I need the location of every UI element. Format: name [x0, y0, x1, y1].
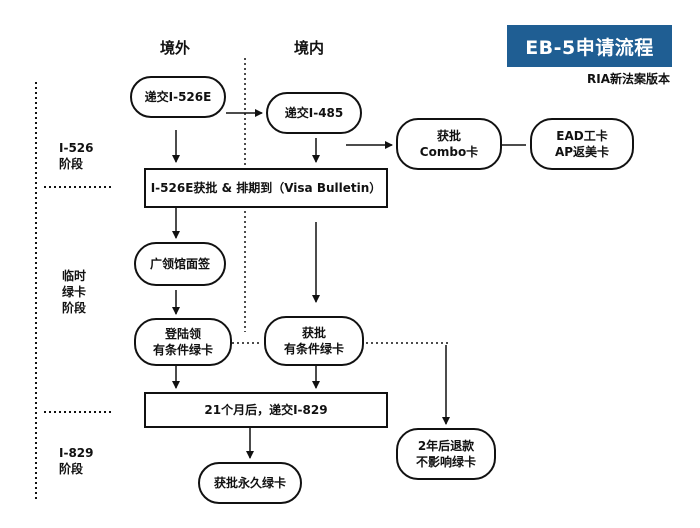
- column-header-overseas: 境外: [160, 39, 191, 57]
- node-after-21-months: 21个月后，递交I-829: [144, 392, 388, 428]
- stage-label-i526: I-526 阶段: [59, 141, 94, 171]
- subtitle: RIA新法案版本: [587, 72, 670, 86]
- node-approved-conditional: 获批 有条件绿卡: [264, 316, 364, 366]
- node-refund-2-years: 2年后退款 不影响绿卡: [396, 428, 496, 480]
- node-landing-conditional: 登陆领 有条件绿卡: [134, 318, 232, 366]
- stage-label-temporary: 临时 绿卡 阶段: [62, 269, 87, 315]
- node-approval-bulletin: I-526E获批 & 排期到（Visa Bulletin）: [144, 168, 388, 208]
- title-text: EB-5申请流程: [525, 36, 654, 59]
- title-banner: EB-5申请流程: [507, 25, 672, 67]
- node-permanent-card: 获批永久绿卡: [198, 462, 302, 504]
- node-ead-ap: EAD工卡 AP返美卡: [530, 118, 634, 170]
- stage-label-i829: I-829 阶段: [59, 446, 94, 476]
- node-combo-card: 获批 Combo卡: [396, 118, 502, 170]
- node-consulate-interview: 广领馆面签: [134, 242, 226, 286]
- column-header-domestic: 境内: [294, 39, 325, 57]
- node-submit-526e: 递交I-526E: [130, 76, 226, 118]
- node-submit-485: 递交I-485: [266, 92, 362, 134]
